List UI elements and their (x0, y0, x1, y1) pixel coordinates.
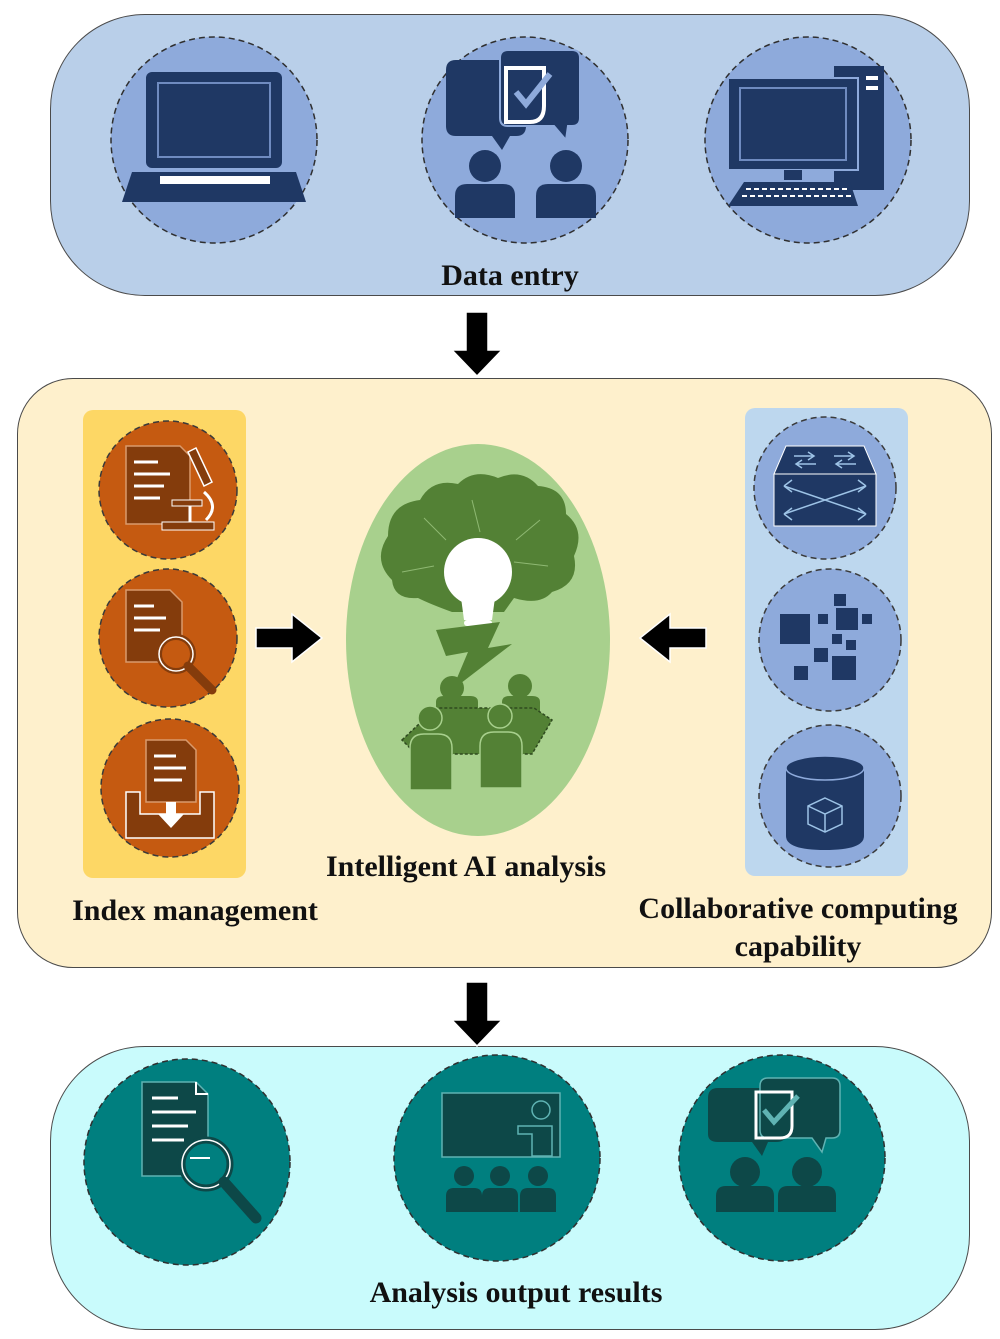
presentation-audience-icon (441, 1092, 561, 1212)
flow-arrow-down-2 (450, 981, 504, 1048)
document-search-icon (125, 589, 217, 695)
network-switch-icon (773, 445, 877, 527)
discussion-checklist-icon (446, 49, 596, 218)
flow-arrow-left (638, 612, 707, 664)
document-microscope-icon (125, 445, 215, 531)
flow-arrow-down-1 (450, 311, 504, 378)
index-management-label: Index management (72, 894, 318, 927)
document-download-tray-icon (125, 739, 215, 839)
distributed-blocks-icon (780, 594, 872, 680)
collaborative-computing-label: Collaborative computing capability (638, 890, 957, 966)
laptop-icon (122, 72, 306, 202)
flow-arrow-right (255, 612, 324, 664)
desktop-computer-icon (727, 66, 884, 206)
output-discussion-checklist-icon (708, 1077, 841, 1212)
collaborative-label-line-2: capability (734, 930, 862, 963)
data-entry-label: Data entry (441, 259, 579, 292)
output-document-search-icon (141, 1081, 262, 1224)
analysis-output-label: Analysis output results (369, 1276, 663, 1309)
brain-idea-team-icon (380, 474, 579, 791)
output-circle-2 (393, 1054, 601, 1262)
collaborative-label-line-1: Collaborative computing (638, 892, 958, 925)
ai-analysis-label: Intelligent AI analysis (325, 850, 607, 883)
database-cube-icon (785, 755, 865, 850)
